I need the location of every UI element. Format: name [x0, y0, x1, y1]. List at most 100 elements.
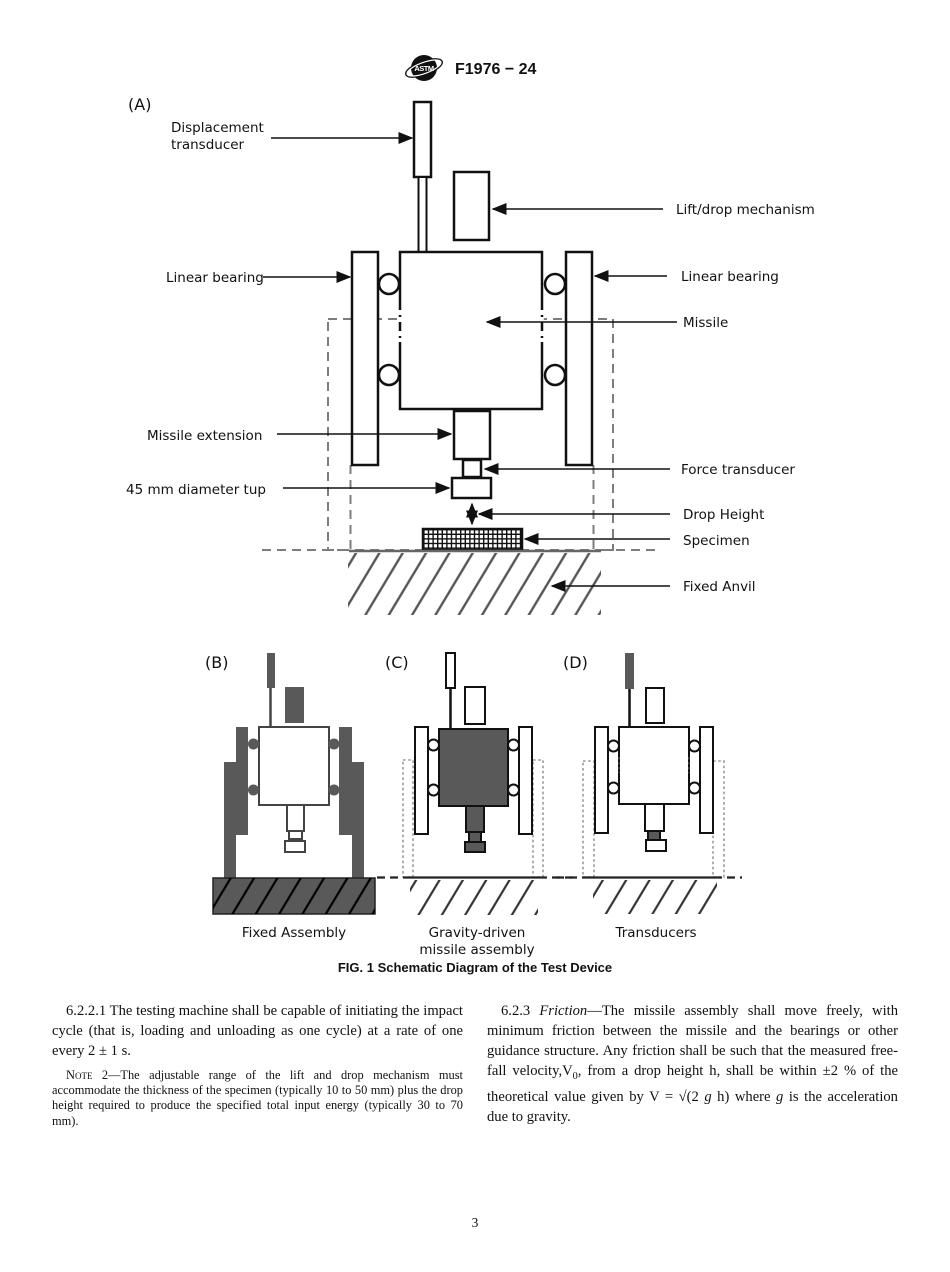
italic-g: g — [776, 1088, 784, 1105]
bearing-ball — [377, 272, 401, 296]
text-column-left: 6.2.2.1 The testing machine shall be cap… — [52, 1001, 463, 1129]
missile-block — [438, 728, 509, 807]
fixed-anvil-hatch — [348, 553, 601, 615]
panel-c-caption: Gravity-driven — [429, 925, 526, 941]
missile-block — [618, 726, 690, 805]
tup — [464, 841, 486, 853]
panel-a-arrows — [263, 132, 677, 592]
label-fixed-anvil: Fixed Anvil — [683, 579, 756, 595]
bearing-rail — [699, 726, 714, 834]
label-missile: Missile — [683, 315, 728, 331]
note-2: Note 2—The adjustable range of the lift … — [52, 1068, 463, 1129]
missile-block — [398, 250, 544, 411]
figure-1-schematic: ASTM F1976 − 24 — [126, 55, 815, 975]
force-transducer-dark — [647, 830, 661, 841]
displacement-transducer — [412, 100, 433, 179]
bearing-ball — [248, 784, 259, 796]
bearing-rail — [339, 727, 352, 835]
tup — [645, 839, 667, 852]
force-transducer — [461, 458, 483, 479]
note-label: Note 2 — [66, 1068, 109, 1082]
specimen — [421, 527, 524, 552]
missile-extension — [465, 805, 485, 833]
anvil-hatch — [593, 880, 717, 914]
astm-logo-text: ASTM — [414, 64, 434, 73]
missile-extension — [644, 803, 665, 832]
label-displacement-transducer-2: transducer — [171, 137, 245, 153]
section-text: —The missile assembly shall move freely,… — [487, 1003, 898, 1079]
bearing-ball — [543, 363, 567, 387]
label-tup: 45 mm diameter tup — [126, 482, 266, 498]
standard-code: F1976 − 24 — [455, 61, 537, 78]
panel-b-label: (B) — [205, 653, 228, 672]
bearing-ball — [427, 783, 440, 797]
frame-post-dashed — [582, 760, 595, 878]
figure-caption: FIG. 1 Schematic Diagram of the Test Dev… — [338, 960, 612, 975]
lift-drop-mechanism — [464, 686, 486, 725]
bearing-ball — [688, 781, 701, 795]
note-text: —The adjustable range of the lift and dr… — [52, 1068, 463, 1128]
label-linear-bearing-right: Linear bearing — [681, 269, 779, 285]
section-text: is the acceleration due to gravity. — [487, 1088, 898, 1125]
bearing-ball — [427, 738, 440, 752]
lift-drop-mechanism — [645, 687, 665, 724]
linear-bearing-right — [564, 250, 594, 467]
bearing-ball — [688, 739, 701, 753]
label-force-transducer: Force transducer — [681, 462, 795, 478]
bearing-ball — [377, 363, 401, 387]
bearing-rail — [414, 726, 429, 835]
panel-d-caption: Transducers — [614, 925, 696, 941]
bearing-rail — [594, 726, 609, 834]
panel-c-label: (C) — [385, 653, 409, 672]
label-linear-bearing-left: Linear bearing — [166, 270, 264, 286]
bearing-ball — [328, 738, 340, 750]
tup — [450, 476, 493, 500]
bearing-ball — [607, 781, 620, 795]
label-drop-height: Drop Height — [683, 507, 764, 523]
label-displacement-transducer: Displacement — [171, 120, 264, 136]
section-number: 6.2.3 — [501, 1003, 540, 1019]
frame-post-dashed — [712, 760, 725, 878]
paragraph-6221: 6.2.2.1 The testing machine shall be cap… — [52, 1001, 463, 1061]
subscript-zero: 0 — [572, 1070, 578, 1082]
panel-c-drawing — [377, 652, 573, 915]
force-transducer — [288, 830, 303, 840]
panel-b-drawing — [212, 653, 376, 915]
astm-logo: ASTM — [405, 55, 443, 81]
bearing-ball — [507, 738, 520, 752]
bearing-ball — [328, 784, 340, 796]
frame-post-dashed — [532, 759, 544, 878]
bearing-rail — [236, 727, 248, 835]
paragraph-6221-text: 6.2.2.1 The testing machine shall be cap… — [52, 1003, 463, 1059]
section-term: Friction — [539, 1003, 588, 1019]
lift-drop-mechanism — [452, 170, 491, 242]
italic-g: g — [704, 1088, 712, 1105]
label-specimen: Specimen — [683, 533, 750, 549]
transducer-rod — [417, 176, 428, 255]
missile-block — [258, 726, 330, 806]
page-number: 3 — [471, 1215, 479, 1230]
bearing-ball — [543, 272, 567, 296]
text-column-right: 6.2.3 Friction—The missile assembly shal… — [487, 1001, 898, 1127]
label-missile-extension: Missile extension — [147, 428, 262, 444]
force-transducer — [468, 831, 482, 843]
label-lift-drop: Lift/drop mechanism — [676, 202, 815, 218]
panel-d-label: (D) — [563, 653, 588, 672]
anvil-hatch — [410, 880, 538, 915]
missile-extension — [286, 804, 305, 832]
missile-extension — [452, 409, 492, 461]
frame-post — [224, 762, 236, 878]
tup — [284, 840, 306, 853]
paragraph-623: 6.2.3 Friction—The missile assembly shal… — [487, 1001, 898, 1127]
panel-b-caption: Fixed Assembly — [242, 925, 346, 941]
section-text: h) where — [711, 1088, 777, 1105]
linear-bearing-left — [350, 250, 380, 467]
bearing-ball — [607, 739, 620, 753]
bearing-ball — [507, 783, 520, 797]
bearing-ball — [248, 738, 259, 750]
displacement-transducer-dark — [625, 653, 634, 689]
fixed-anvil-hatch — [213, 878, 375, 914]
transducer-rod — [445, 652, 456, 689]
frame-post-dashed — [402, 759, 414, 878]
